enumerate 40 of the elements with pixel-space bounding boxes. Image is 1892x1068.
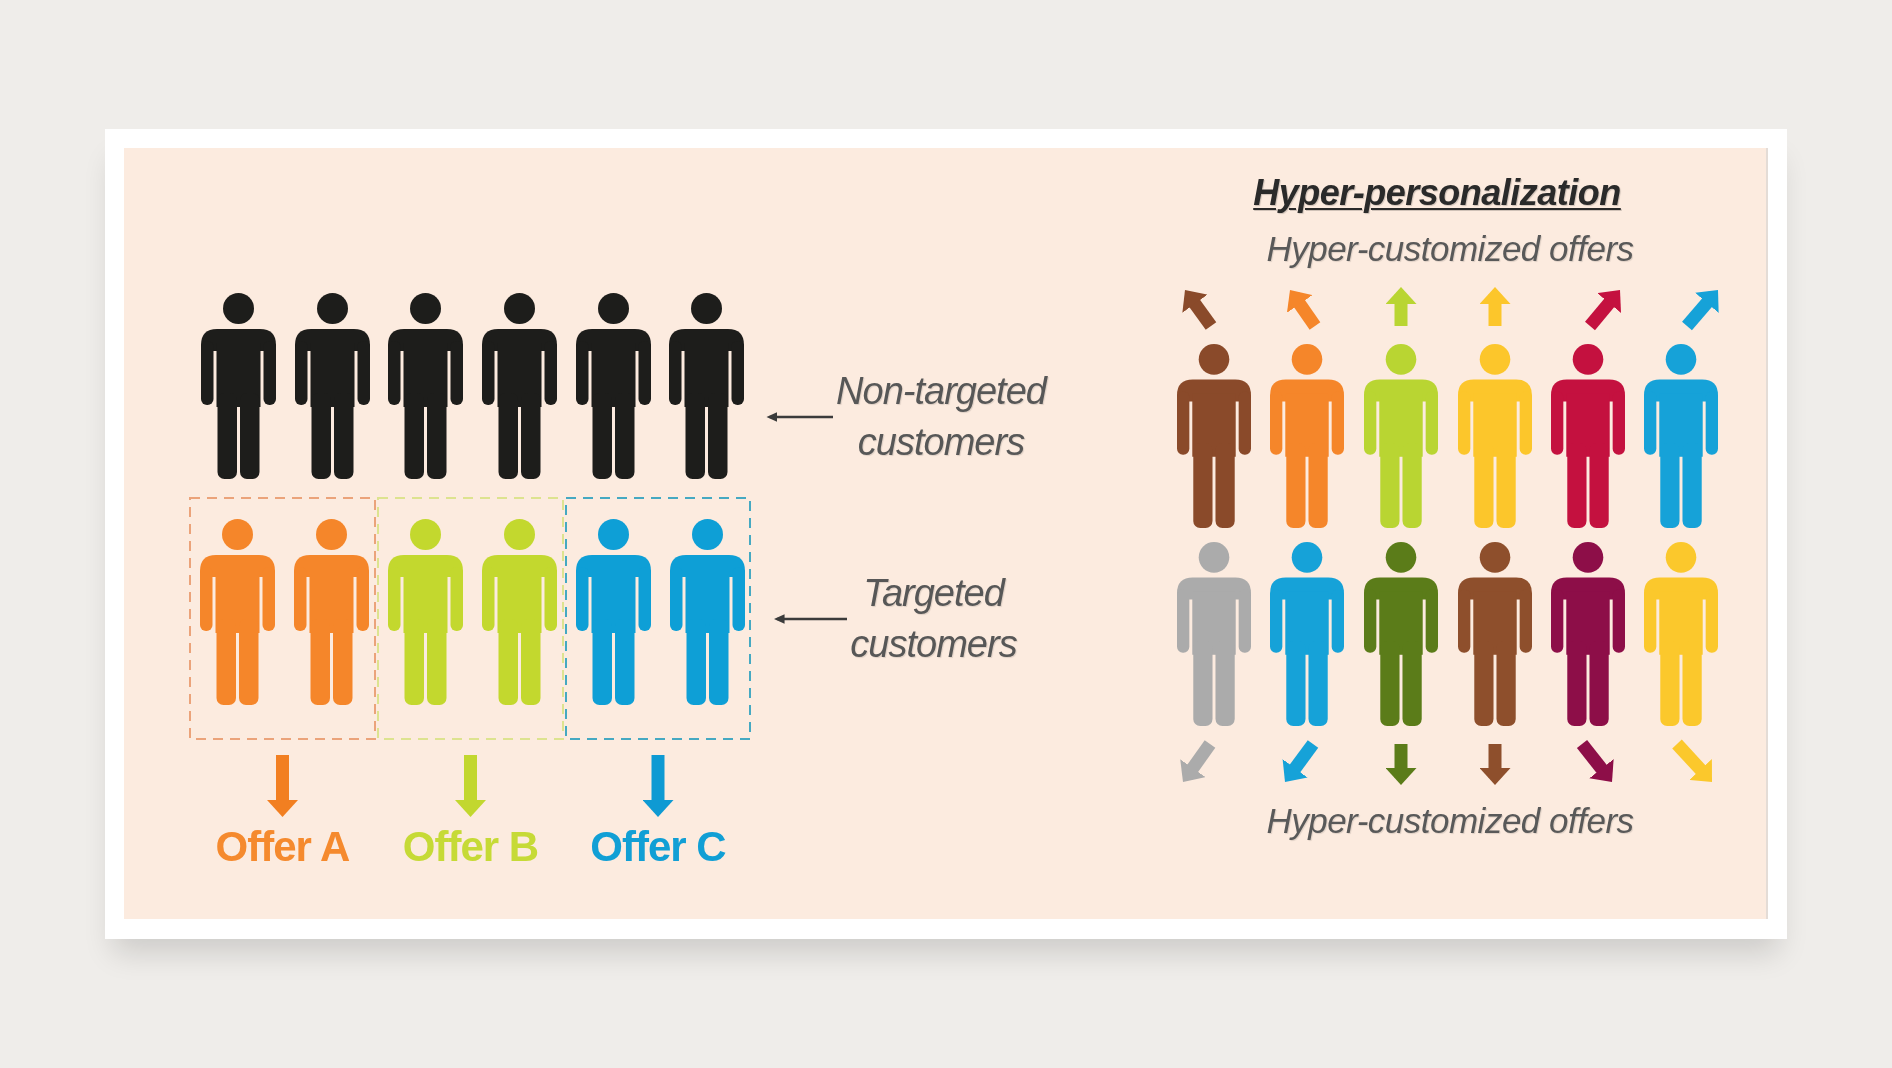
dashed-group-frame [377,497,564,740]
caption-text: Hyper-customized offers [1266,231,1634,268]
leader-arrow [766,412,833,422]
person-icon [200,519,275,705]
person-icon [1551,542,1625,726]
arrow [267,755,298,817]
person-icon [1644,542,1718,726]
person-icon [1177,344,1251,528]
leader-arrow [774,614,847,624]
offer-label: Offer C [590,826,726,868]
person-icon [482,519,557,705]
arrow [642,755,674,817]
callout-text: Targeted customers [848,568,1019,670]
arrow [455,755,486,817]
person-icon [1644,344,1718,528]
person-icon [388,519,463,705]
callout-text: Non-targeted customers [834,366,1048,468]
offer-label: Offer A [215,826,350,868]
person-icon [670,519,745,705]
person-icon [576,519,651,705]
person-icon [481,293,557,479]
person-icon [1177,542,1251,726]
caption-text: Hyper-customized offers [1266,803,1634,840]
person-icon [1458,344,1532,528]
person-icon [1364,344,1438,528]
person-icon [668,293,744,479]
person-icon [294,519,369,705]
person-icon [1364,542,1438,726]
person-icon [1270,542,1344,726]
dashed-group-frame [189,497,376,740]
person-icon [575,293,651,479]
person-icon [1270,344,1344,528]
section-heading: Hyper-personalization [1253,171,1621,215]
person-icon [1458,542,1532,726]
person-icon [200,293,276,479]
dashed-group-frame [565,497,751,740]
offer-label: Offer B [402,826,539,868]
person-icon [387,293,463,479]
person-icon [1551,344,1625,528]
person-icon [294,293,370,479]
